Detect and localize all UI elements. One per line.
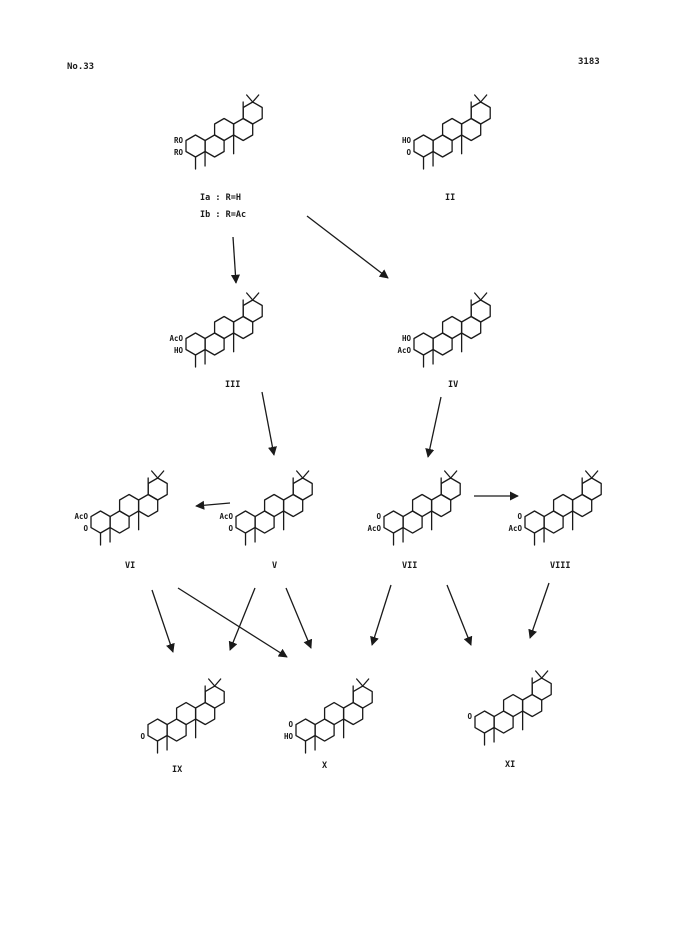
substituent-label: O xyxy=(83,524,88,533)
substituent-label: HO xyxy=(174,346,184,355)
compound-ix: O IX xyxy=(140,678,225,775)
substituent-label: HO xyxy=(284,732,294,741)
substituent-label: O xyxy=(517,512,522,521)
reaction-arrow xyxy=(528,582,550,639)
substituent-label: O xyxy=(140,732,145,741)
substituent-label: RO xyxy=(174,148,184,157)
substituent-label: AcO xyxy=(367,524,381,533)
compound-v: AcO O V xyxy=(219,470,313,571)
compound-label: VII xyxy=(402,561,417,571)
page-number: 3183 xyxy=(578,57,600,67)
substituent-label: HO xyxy=(402,136,412,145)
compound-viii: O AcO VIII xyxy=(508,470,602,571)
substituent-label: AcO xyxy=(508,524,522,533)
substituent-label: HO xyxy=(402,334,412,343)
reaction-arrow xyxy=(285,587,313,649)
compound-i: RO RO Ia : R=H Ib : R=Ac xyxy=(174,94,263,220)
compound-label: VI xyxy=(125,561,135,571)
substituent-label: O xyxy=(467,712,472,721)
compound-label: X xyxy=(322,761,327,771)
compound-label: VIII xyxy=(550,561,570,571)
reaction-arrow xyxy=(261,391,277,456)
substituent-label: O xyxy=(376,512,381,521)
reaction-arrow xyxy=(370,584,392,646)
compound-xi: O XI xyxy=(467,670,552,770)
compound-label: Ia : R=H xyxy=(200,193,241,203)
compound-label: III xyxy=(225,380,240,390)
compound-iii: AcO HO III xyxy=(169,292,263,390)
substituent-label: AcO xyxy=(397,346,411,355)
substituent-label: O xyxy=(288,720,293,729)
compound-x: O HO X xyxy=(284,678,373,771)
substituent-label: RO xyxy=(174,136,184,145)
compound-label: XI xyxy=(505,760,515,770)
journal-issue: No.33 xyxy=(67,62,95,72)
compound-label: Ib : R=Ac xyxy=(200,210,246,220)
substituent-label: AcO xyxy=(219,512,233,521)
reaction-arrow xyxy=(230,236,241,284)
compound-ii: HO O II xyxy=(402,94,491,203)
compound-label: IV xyxy=(448,380,458,390)
substituent-label: AcO xyxy=(74,512,88,521)
substituent-label: O xyxy=(228,524,233,533)
reaction-arrow xyxy=(151,589,175,653)
substituent-label: AcO xyxy=(169,334,183,343)
compound-iv: HO AcO IV xyxy=(397,292,491,390)
reaction-arrow xyxy=(446,584,473,646)
compound-vii: O AcO VII xyxy=(367,470,461,571)
compound-label: V xyxy=(272,561,277,571)
reaction-arrow xyxy=(228,587,256,651)
reaction-arrow xyxy=(195,500,231,510)
compound-label: IX xyxy=(172,765,182,775)
substituent-label: O xyxy=(406,148,411,157)
reaction-arrow xyxy=(306,215,389,279)
compound-label: II xyxy=(445,193,455,203)
reaction-arrow xyxy=(425,396,442,458)
compound-vi: AcO O VI xyxy=(74,470,168,571)
reaction-arrow xyxy=(177,587,288,658)
